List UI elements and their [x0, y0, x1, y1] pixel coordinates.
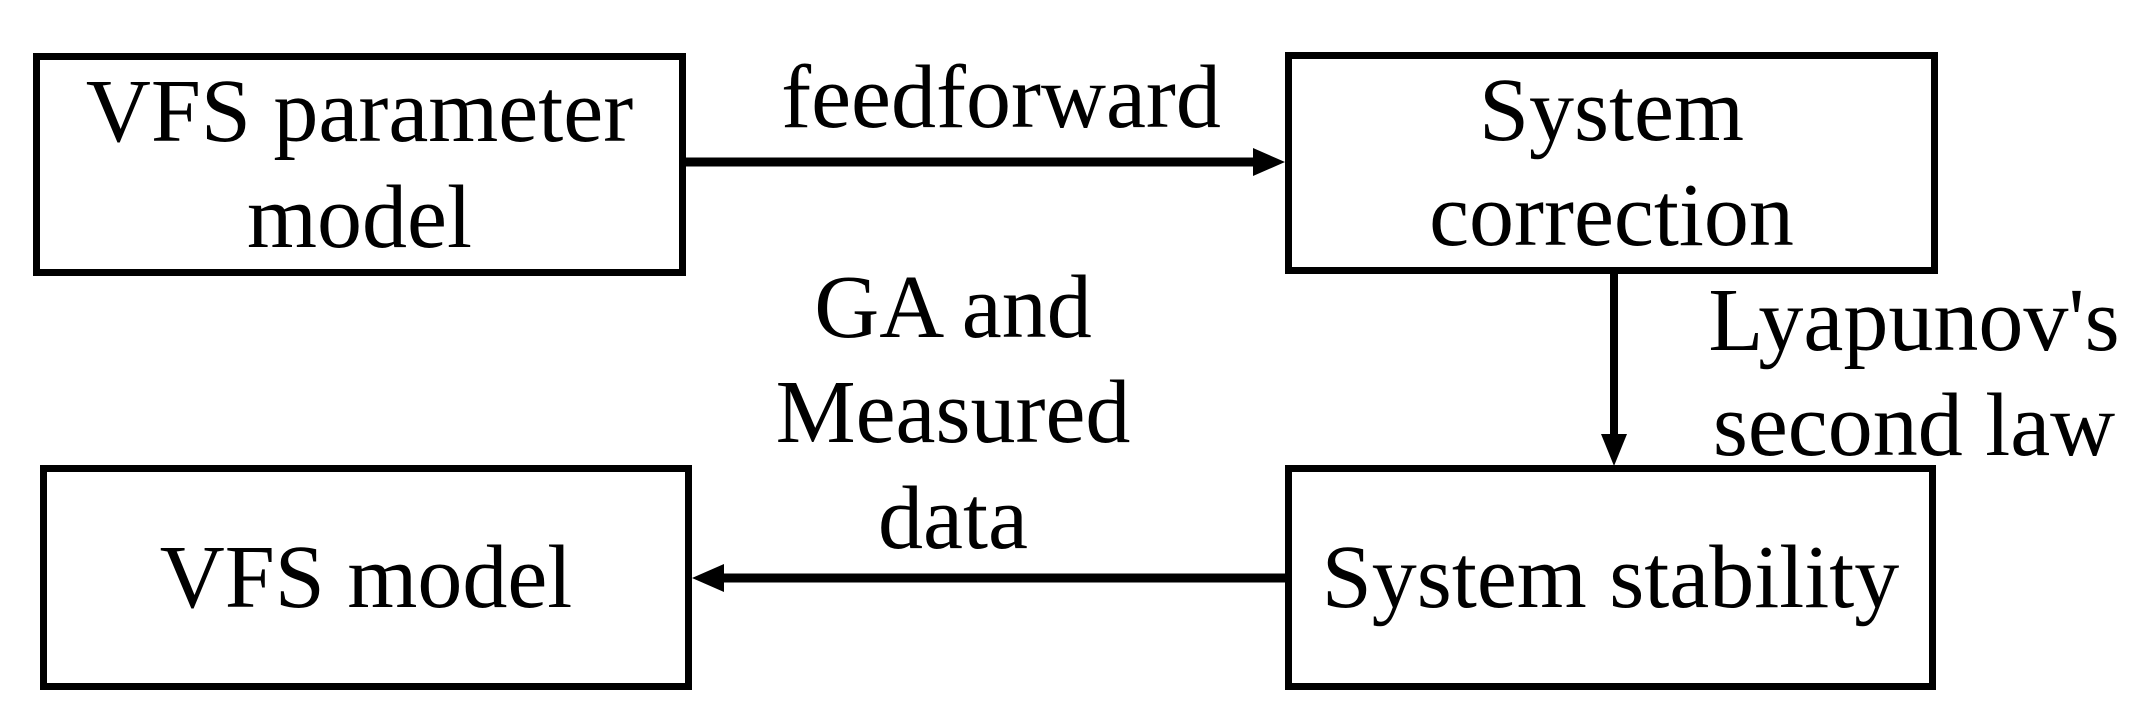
node-system-stability-label: System stability — [1321, 527, 1900, 627]
node-vfs-model: VFS model — [40, 465, 692, 690]
node-vfs-parameter-model-label: VFS parameter model — [85, 62, 634, 267]
node-system-correction: System correction — [1285, 52, 1938, 274]
feedforward-arrow — [686, 148, 1285, 176]
edge-label-lyapunov-second-law: Lyapunov's second law — [1708, 271, 2120, 476]
node-system-stability: System stability — [1285, 465, 1936, 690]
lyapunov-arrow — [1601, 270, 1627, 466]
feedforward-arrowhead-icon — [1253, 148, 1285, 176]
edge-label-ga-and-measured-data: GA and Measured data — [775, 258, 1131, 568]
node-vfs-parameter-model: VFS parameter model — [33, 53, 686, 276]
node-system-correction-label: System correction — [1429, 60, 1794, 265]
lyapunov-arrowhead-icon — [1601, 434, 1627, 466]
node-vfs-model-label: VFS model — [159, 527, 573, 627]
ga-measured-arrow — [692, 564, 1285, 592]
ga-measured-arrowhead-icon — [692, 564, 724, 592]
edge-label-feedforward: feedforward — [781, 48, 1221, 147]
